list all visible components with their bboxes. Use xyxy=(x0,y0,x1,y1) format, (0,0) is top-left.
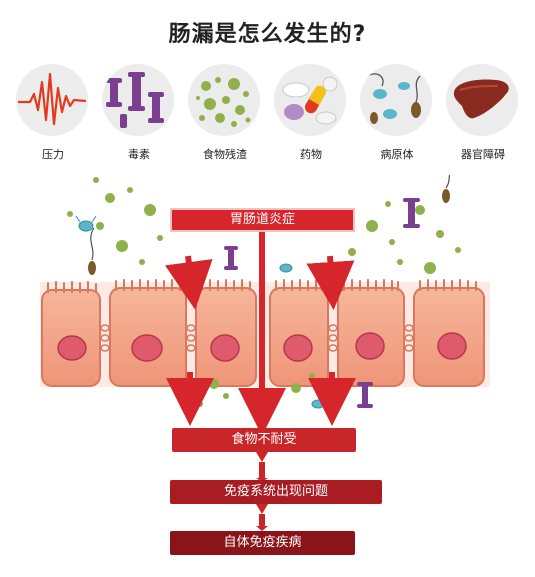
autoimmune-disease-box: 自体免疫疾病 xyxy=(170,531,355,555)
intestinal-cell xyxy=(337,287,405,387)
page-title: 肠漏是怎么发生的? xyxy=(168,22,367,47)
cause-medication: 药物 xyxy=(270,64,352,164)
cause-label: 毒素 xyxy=(128,148,150,161)
cause-pathogens: 病原体 xyxy=(356,64,438,164)
liver-icon xyxy=(446,64,518,136)
intestinal-cell xyxy=(413,287,485,387)
intestinal-cell xyxy=(109,287,187,387)
intestinal-cell xyxy=(41,289,101,387)
cause-toxins: 毒素 xyxy=(98,64,180,164)
toxin-molecules-icon xyxy=(102,64,174,136)
leak-arrows xyxy=(165,255,356,426)
intestinal-cell xyxy=(269,287,329,387)
bacteria xyxy=(75,175,450,409)
cause-organ-disorder: 器官障碍 xyxy=(442,64,524,164)
pathogen-icon xyxy=(360,64,432,136)
cause-label: 压力 xyxy=(42,148,64,161)
cause-label: 食物残渣 xyxy=(203,148,247,161)
gi-inflammation-box: 胃肠道炎症 xyxy=(170,208,355,232)
cause-label: 病原体 xyxy=(380,148,414,161)
stress-wave-icon xyxy=(16,64,88,136)
immune-problem-box: 免疫系统出现问题 xyxy=(170,480,382,504)
tight-junctions xyxy=(100,324,414,352)
pills-icon xyxy=(274,64,346,136)
causes-row: 压力 xyxy=(12,64,524,174)
food-intolerance-box: 食物不耐受 xyxy=(172,428,356,452)
cause-label: 药物 xyxy=(300,148,322,161)
gut-lining-scene xyxy=(40,175,490,531)
intestinal-cells xyxy=(41,287,485,387)
food-residue-particles xyxy=(67,177,461,407)
intestinal-cell xyxy=(195,287,257,387)
food-residue-icon xyxy=(188,64,260,136)
toxin-molecules xyxy=(224,198,420,408)
cause-food-residue: 食物残渣 xyxy=(184,64,266,164)
cause-stress: 压力 xyxy=(12,64,94,164)
cause-label: 器官障碍 xyxy=(461,148,505,161)
